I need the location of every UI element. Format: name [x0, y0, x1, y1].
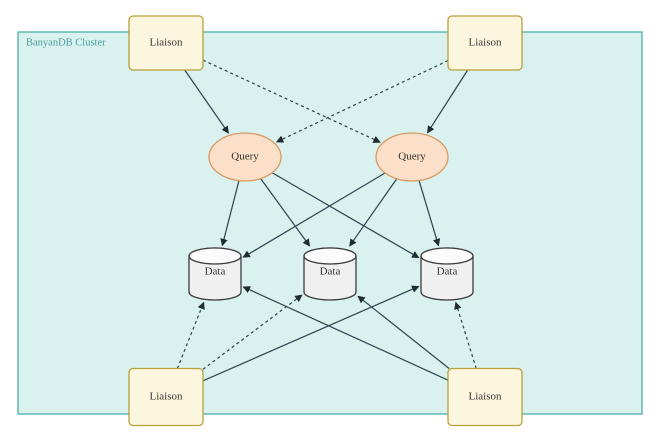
edge-query-right-to-data-right [418, 180, 441, 247]
edge-liaison-top-left-to-query-right [202, 59, 381, 143]
node-query-right[interactable]: Query [375, 132, 449, 182]
edge-query-left-to-data-left [220, 180, 240, 247]
edge-liaison-top-right-to-query-right [426, 69, 469, 134]
edge-query-left-to-data-middle [260, 178, 311, 247]
data-cylinder-lid [420, 247, 474, 265]
edge-query-left-to-data-right [271, 172, 420, 259]
edge-group [176, 59, 477, 382]
edge-liaison-bottom-right-to-data-left [242, 286, 449, 381]
cluster-boundary-group: BanyanDB Cluster [17, 31, 643, 415]
cluster-label: BanyanDB Cluster [26, 37, 106, 48]
node-liaison-top-left[interactable]: Liaison [128, 15, 204, 71]
liaison-shape [128, 15, 204, 71]
edge-liaison-bottom-left-to-data-right [202, 285, 420, 382]
node-data-right[interactable]: Data [420, 247, 474, 301]
liaison-shape [447, 15, 523, 71]
cluster-boundary [17, 31, 643, 415]
edge-query-right-to-data-left [242, 172, 386, 258]
node-query-left[interactable]: Query [208, 132, 282, 182]
node-liaison-bottom-left[interactable]: Liaison [128, 367, 204, 427]
liaison-shape [128, 367, 204, 427]
edge-liaison-bottom-right-to-data-middle [357, 295, 450, 369]
node-data-left[interactable]: Data [188, 247, 242, 301]
node-liaison-bottom-right[interactable]: Liaison [447, 367, 523, 427]
node-liaison-top-right[interactable]: Liaison [447, 15, 523, 71]
edge-liaison-top-left-to-query-left [184, 69, 229, 134]
query-shape [208, 132, 282, 182]
query-shape [375, 132, 449, 182]
liaison-shape [447, 367, 523, 427]
data-cylinder-lid [303, 247, 357, 265]
edge-liaison-top-right-to-query-left [275, 60, 449, 143]
node-data-middle[interactable]: Data [303, 247, 357, 301]
edge-query-right-to-data-middle [349, 178, 398, 247]
edge-liaison-bottom-left-to-data-middle [202, 294, 303, 370]
data-cylinder-lid [188, 247, 242, 265]
